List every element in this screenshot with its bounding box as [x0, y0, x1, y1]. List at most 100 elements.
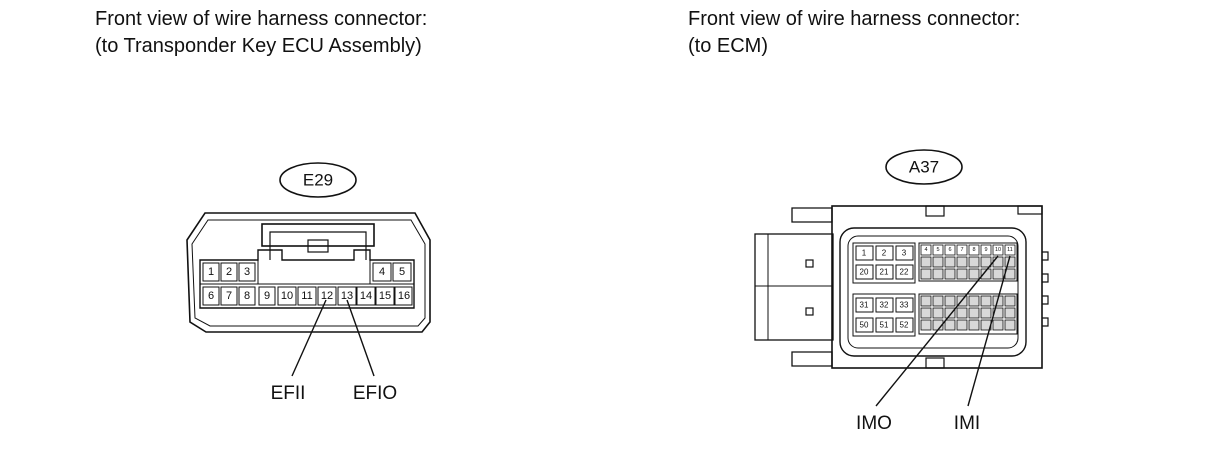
e29-latch-inner: [269, 231, 367, 260]
e29-pin-label: 6: [208, 290, 214, 302]
a37-bottom-key: [925, 357, 945, 369]
a37-pin-label: 31: [860, 301, 869, 310]
a37-dense-pin: [980, 268, 992, 280]
a37-lever-top: [791, 207, 833, 223]
efio-label: EFIO: [353, 383, 397, 404]
e29-pin-label: 3: [244, 266, 250, 278]
a37-pin-50: [855, 317, 874, 333]
e29-pin-label: 11: [301, 290, 312, 302]
a37-dense-pin: [992, 268, 1004, 280]
e29-pin-2: [220, 262, 238, 282]
a37-upper-left-block: 1 2 3 20 21 22: [852, 242, 916, 284]
a37-ur-frame: [918, 242, 1018, 282]
a37-dense-pin: [968, 295, 980, 307]
a37-pin-label: 21: [880, 268, 889, 277]
a37-dense-pin: [980, 256, 992, 268]
a37-dense-pin: [980, 307, 992, 319]
a37-dense-pin: [944, 319, 956, 331]
a37-ll-frame: [852, 293, 916, 337]
a37-id-ellipse: [885, 149, 963, 185]
a37-pin-10: [992, 244, 1004, 256]
e29-latch-outer: [261, 223, 375, 247]
a37-side-bump: [1042, 317, 1049, 327]
e29-pin-label: 5: [399, 266, 405, 278]
a37-pin-label: 20: [860, 268, 869, 277]
e29-pin-label: 2: [226, 266, 232, 278]
a37-lower-left-block: 31 32 33 50 51 52: [852, 293, 916, 337]
e29-pin-label: 4: [379, 266, 385, 278]
a37-dense-pin: [932, 295, 944, 307]
imo-label: IMO: [856, 413, 892, 434]
a37-pin-label: 5: [936, 247, 939, 253]
a37-dense-pin: [980, 295, 992, 307]
e29-pin-14: [356, 286, 376, 306]
e29-cavity-frame: [199, 249, 415, 309]
a37-pin-3: [895, 245, 914, 261]
a37-dense-pin: [992, 307, 1004, 319]
a37-dense-pin: [968, 256, 980, 268]
left-caption-line2: (to Transponder Key ECU Assembly): [95, 35, 422, 57]
a37-dense-pin: [968, 268, 980, 280]
a37-pin-7: [956, 244, 968, 256]
a37-dense-pin: [944, 268, 956, 280]
a37-pin-11: [1004, 244, 1016, 256]
a37-dense-pin: [932, 307, 944, 319]
a37-dense-pin: [920, 295, 932, 307]
a37-dense-pin: [944, 295, 956, 307]
e29-pin-1: [202, 262, 220, 282]
a37-pin-label: 7: [960, 247, 963, 253]
a37-dense-pin: [944, 256, 956, 268]
e29-pin-label: 10: [281, 290, 293, 302]
a37-dense-pin: [932, 256, 944, 268]
a37-pin-31: [855, 297, 874, 313]
e29-id-ellipse: [279, 162, 357, 198]
a37-pin-5: [932, 244, 944, 256]
a37-side-bump: [1042, 273, 1049, 283]
e29-pin-10: [277, 286, 297, 306]
e29-latch-tab: [307, 239, 329, 253]
e29-inner-body: [191, 219, 426, 327]
a37-dense-pin: [1004, 295, 1016, 307]
e29-pin-label: 14: [360, 290, 372, 302]
e29-pin-13: [337, 286, 357, 306]
e29-pin-6: [202, 286, 220, 306]
a37-connector: [754, 149, 1049, 369]
imi-label: IMI: [954, 413, 980, 434]
left-caption-line1: Front view of wire harness connector:: [95, 8, 428, 30]
a37-pin-6: [944, 244, 956, 256]
a37-pin-32: [875, 297, 894, 313]
a37-pin-label: 8: [972, 247, 975, 253]
imi-leader-line: [967, 255, 1011, 407]
e29-pin-12: [317, 286, 337, 306]
e29-pin-3: [238, 262, 256, 282]
a37-dense-pin: [920, 256, 932, 268]
a37-pin-2: [875, 245, 894, 261]
a37-pin-21: [875, 264, 894, 280]
a37-side-bump: [1042, 295, 1049, 305]
e29-pin-label: 15: [379, 290, 391, 302]
e29-pin-label: 16: [398, 290, 410, 302]
a37-dense-pin: [956, 268, 968, 280]
a37-pin-label: 32: [880, 301, 889, 310]
a37-pin-label: 11: [1007, 247, 1013, 253]
a37-lr-dense-cells: [920, 295, 1016, 331]
a37-pin-1: [855, 245, 874, 261]
a37-pin-20: [855, 264, 874, 280]
a37-top-key: [925, 205, 945, 217]
a37-pin-9: [980, 244, 992, 256]
right-caption-line1: Front view of wire harness connector:: [688, 8, 1021, 30]
imo-leader-line: [875, 255, 999, 407]
a37-dense-pin: [920, 319, 932, 331]
e29-pin-7: [220, 286, 238, 306]
a37-pin-label: 6: [948, 247, 951, 253]
a37-pin-8: [968, 244, 980, 256]
a37-pin-51: [875, 317, 894, 333]
a37-dense-pin: [956, 319, 968, 331]
left-caption: Front view of wire harness connector: (t…: [95, 6, 427, 60]
a37-ul-frame: [852, 242, 916, 284]
a37-pin-52: [895, 317, 914, 333]
e29-pin-label: 12: [321, 290, 333, 302]
a37-dense-pin: [920, 268, 932, 280]
a37-shell: [831, 205, 1043, 369]
